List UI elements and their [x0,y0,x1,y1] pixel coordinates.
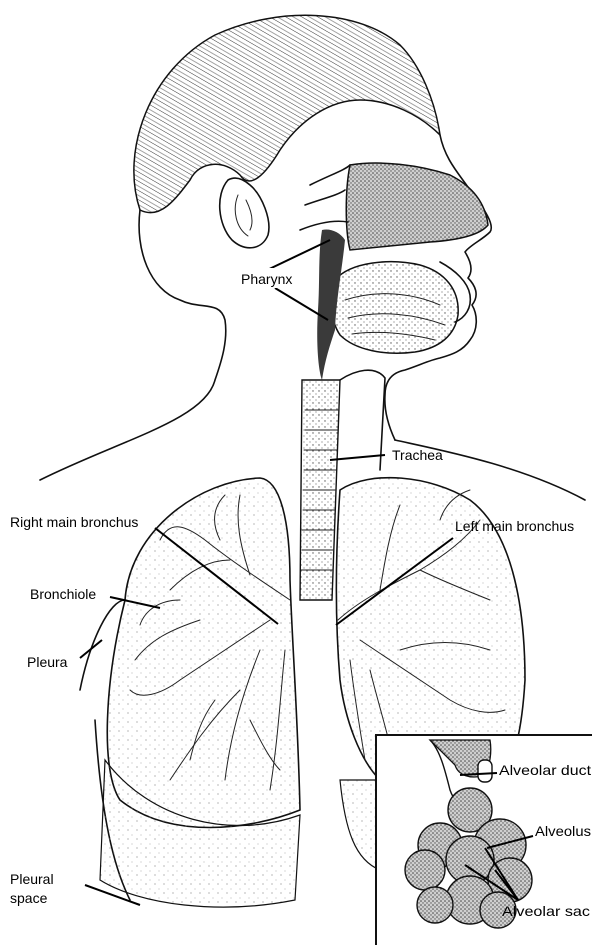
right-lung [80,478,300,907]
trachea-leader [330,455,385,460]
oral-cavity [331,262,470,353]
label-right-main-bronchus: Right main bronchus [10,514,138,530]
label-pharynx: Pharynx [241,271,292,287]
label-pleural-space-line2: space [10,890,48,906]
label-bronchiole: Bronchiole [30,586,96,602]
label-alveolar-sac: Alveolar sac [502,903,590,919]
label-alveolar-duct: Alveolar duct [499,762,591,778]
label-pleura: Pleura [27,654,68,670]
label-trachea: Trachea [392,447,443,463]
label-alveolus: Alveolus [535,823,591,839]
label-left-main-bronchus: Left main bronchus [455,518,574,534]
label-pleural-space-line1: Pleural [10,871,54,887]
pleura-leader [80,640,102,658]
ear [220,178,269,248]
